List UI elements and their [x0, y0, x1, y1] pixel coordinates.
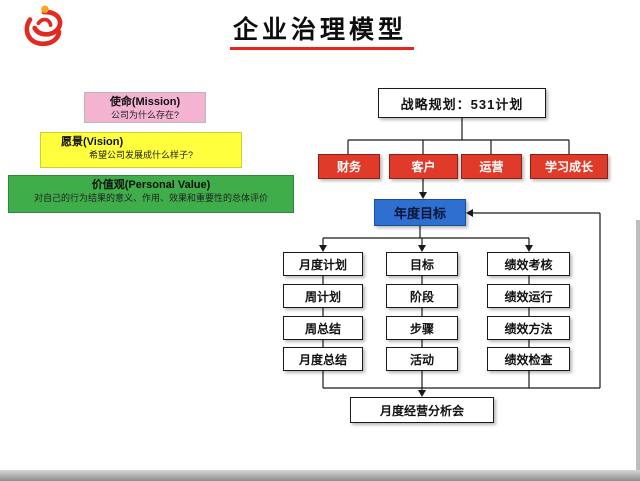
company-logo — [16, 3, 72, 51]
perspective-operation: 运营 — [461, 154, 522, 179]
title-underline — [230, 47, 414, 50]
box-step: 步骤 — [386, 316, 458, 340]
box-activity: 活动 — [386, 347, 458, 371]
values-desc: 对自己的行为结果的意义、作用、效果和重要性的总体评价 — [33, 193, 268, 203]
vision-desc: 希望公司发展成什么样子? — [88, 150, 193, 160]
page-title: 企业治理模型 — [232, 16, 407, 44]
box-weekly-plan: 周计划 — [283, 284, 363, 308]
slide-bottom-edge — [0, 470, 640, 481]
vision-title: 愿景(Vision) — [61, 136, 124, 148]
box-weekly-summary: 周总结 — [283, 316, 363, 340]
values-title: 价值观(Personal Value) — [91, 179, 211, 191]
perspective-learning-growth: 学习成长 — [530, 154, 608, 179]
box-monthly-summary: 月度总结 — [283, 347, 363, 371]
box-performance-assessment: 绩效考核 — [487, 252, 570, 276]
box-monthly-operating-analysis-meeting: 月度经营分析会 — [350, 397, 494, 423]
mission-box: 使命(Mission) 公司为什么存在? — [84, 92, 206, 123]
logo-swirl-icon — [24, 5, 63, 47]
box-stage: 阶段 — [386, 284, 458, 308]
values-box: 价值观(Personal Value) 对自己的行为结果的意义、作用、效果和重要… — [8, 175, 294, 213]
mission-title: 使命(Mission) — [109, 96, 181, 108]
box-monthly-plan: 月度计划 — [283, 252, 363, 276]
perspective-finance: 财务 — [318, 154, 380, 179]
vision-box: 愿景(Vision) 希望公司发展成什么样子? — [40, 132, 242, 168]
box-performance-method: 绩效方法 — [487, 316, 570, 340]
box-performance-check: 绩效检查 — [487, 347, 570, 371]
perspective-customer: 客户 — [389, 154, 458, 179]
box-performance-operation: 绩效运行 — [487, 284, 570, 308]
box-annual-goal: 年度目标 — [374, 199, 466, 226]
slide-right-edge — [636, 220, 640, 481]
box-goal: 目标 — [386, 252, 458, 276]
mission-desc: 公司为什么存在? — [110, 110, 179, 120]
box-strategic-plan: 战略规划：531计划 — [378, 88, 546, 118]
